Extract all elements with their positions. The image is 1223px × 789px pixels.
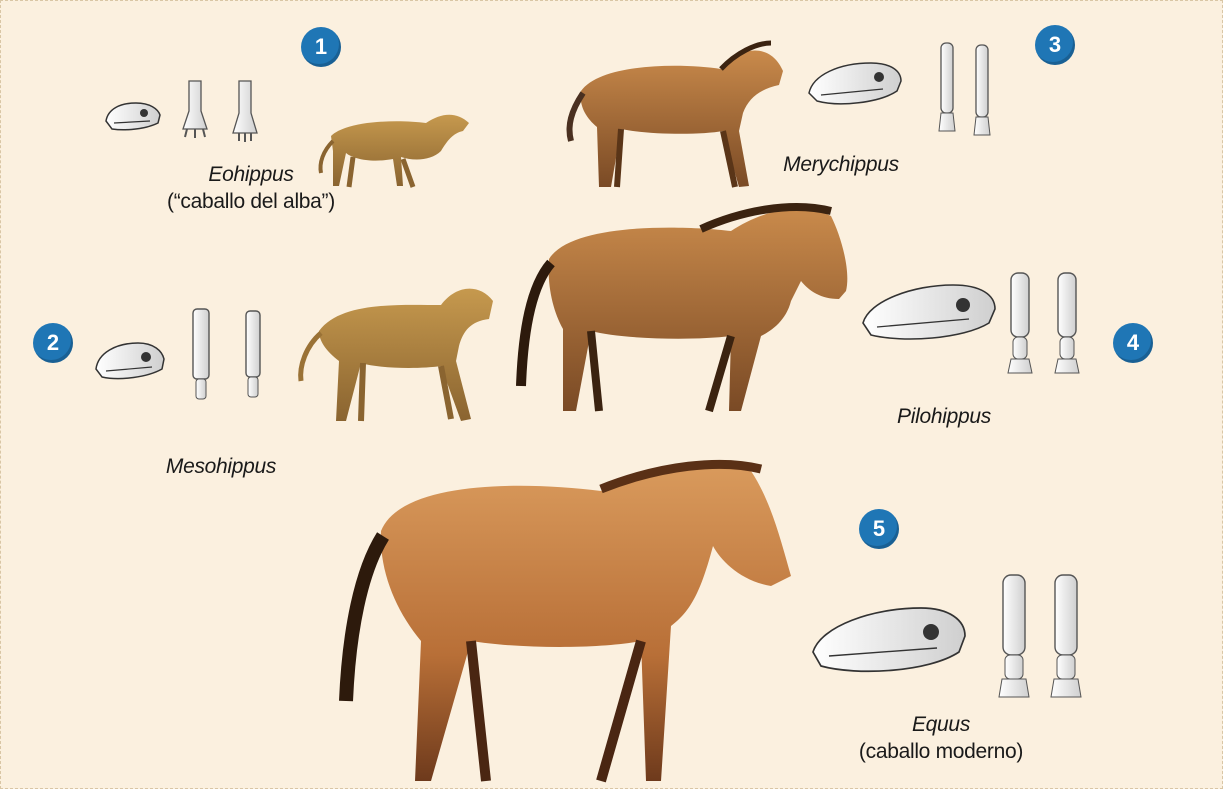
eohippus-caption: Eohippus (“caballo del alba”) [121, 161, 381, 215]
equus-skull-icon [813, 608, 965, 671]
mesohippus-animal [301, 289, 493, 421]
merychippus-forefoot-bones-icon [939, 43, 955, 131]
merychippus-caption: Merychippus [741, 151, 941, 178]
pilohippus-hindfoot-bones-icon [1055, 273, 1079, 373]
equus-animal [346, 464, 791, 781]
pilohippus-forefoot-bones-icon [1008, 273, 1032, 373]
equus-caption: Equus (caballo moderno) [821, 711, 1061, 765]
mesohippus-hindfoot-bones-icon [246, 311, 260, 397]
merychippus-skull-icon [809, 63, 901, 104]
stage-2-badge: 2 [33, 323, 73, 363]
equus-forefoot-bones-icon [999, 575, 1029, 697]
pilohippus-skull-icon [863, 285, 995, 339]
mesohippus-skull-icon [96, 343, 164, 379]
mesohippus-name: Mesohippus [121, 453, 321, 480]
mesohippus-caption: Mesohippus [121, 453, 321, 480]
eohippus-forefoot-bones-icon [183, 81, 207, 138]
eohippus-subtitle: (“caballo del alba”) [121, 188, 381, 215]
eohippus-name: Eohippus [121, 161, 381, 188]
mesohippus-forefoot-bones-icon [193, 309, 209, 399]
stage-1-badge: 1 [301, 27, 341, 67]
equus-name: Equus [821, 711, 1061, 738]
equus-subtitle: (caballo moderno) [821, 738, 1061, 765]
pilohippus-caption: Pilohippus [844, 403, 1044, 430]
merychippus-name: Merychippus [741, 151, 941, 178]
merychippus-hindfoot-bones-icon [974, 45, 990, 135]
eohippus-hindfoot-bones-icon [233, 81, 257, 142]
stage-5-badge: 5 [859, 509, 899, 549]
pilohippus-animal [521, 207, 847, 411]
equus-hindfoot-bones-icon [1051, 575, 1081, 697]
pilohippus-name: Pilohippus [844, 403, 1044, 430]
stage-4-badge: 4 [1113, 323, 1153, 363]
stage-3-badge: 3 [1035, 25, 1075, 65]
eohippus-skull-icon [106, 103, 160, 130]
